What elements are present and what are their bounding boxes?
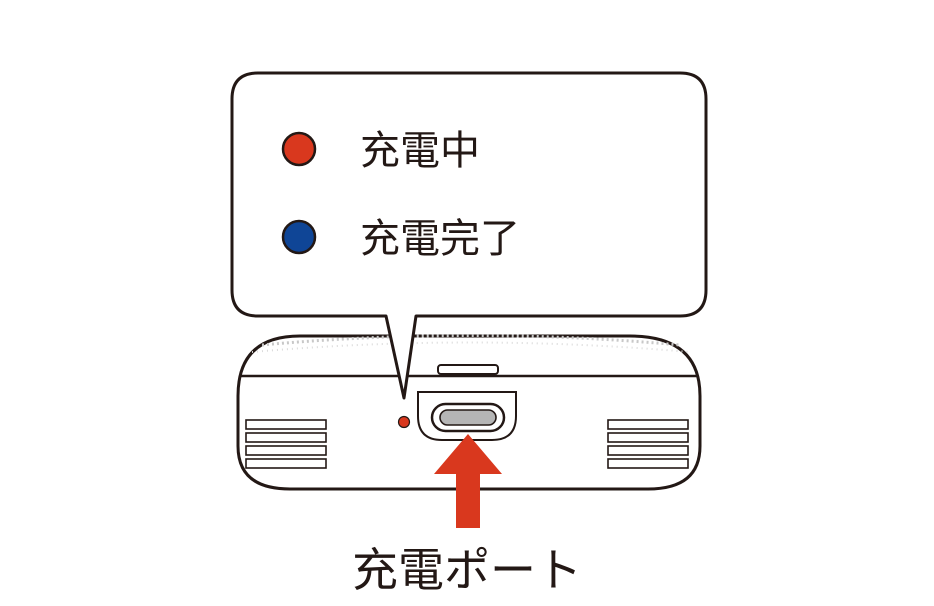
bubble-outline	[230, 71, 708, 400]
charging-port-label: 充電ポート	[352, 543, 582, 597]
legend-label-charging: 充電中	[360, 128, 480, 174]
charging-dot-icon	[281, 131, 317, 167]
charging-indicator-led	[397, 415, 411, 429]
charging-case	[236, 334, 702, 491]
charged-dot-icon	[281, 219, 317, 255]
lid-latch	[437, 364, 499, 375]
right-vent-grille	[607, 419, 689, 469]
case-top-texture	[261, 334, 681, 347]
left-vent-grille	[245, 419, 327, 469]
legend-label-charged: 充電完了	[360, 216, 520, 262]
usb-c-port-inner	[439, 409, 497, 426]
port-arrow-icon	[434, 434, 502, 528]
status-legend-bubble: 充電中 充電完了	[230, 71, 708, 400]
